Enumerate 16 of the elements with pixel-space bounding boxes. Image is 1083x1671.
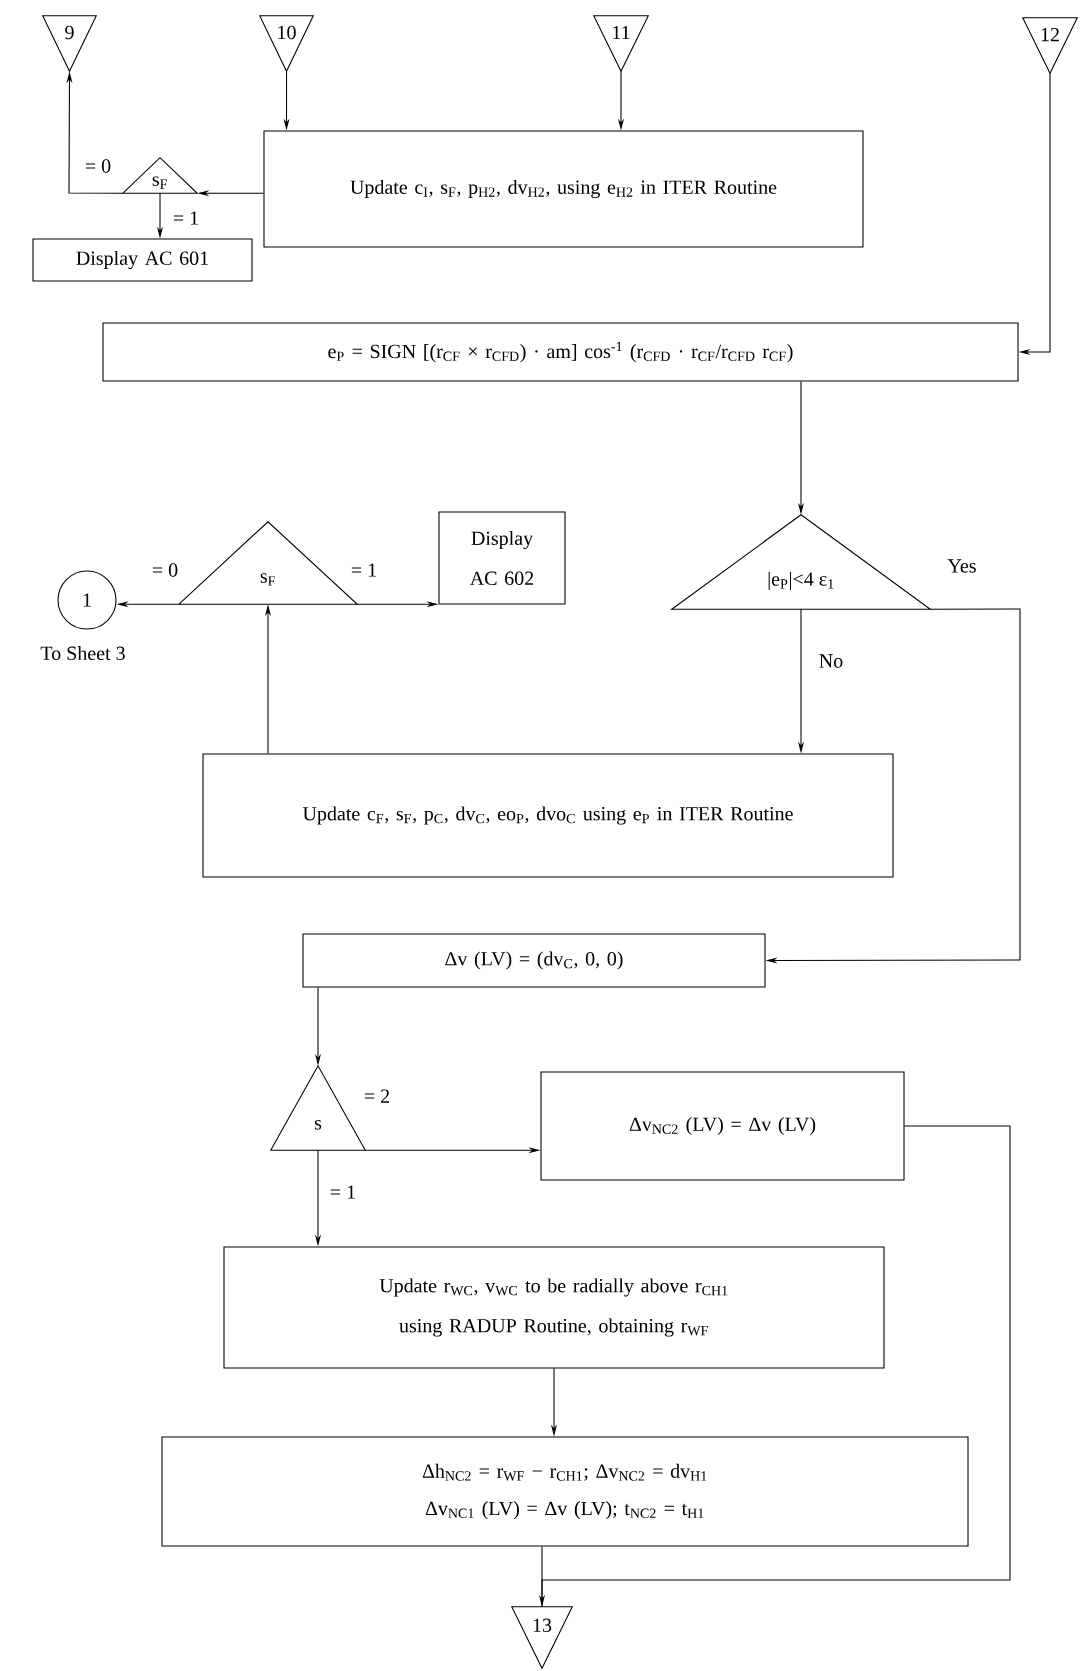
process-box: e$_{P}$ = SIGN [(r$_{CF}$ × r$_{CFD}$) · am] cos$^{-1}$ (r$_{CFD}$ · r$_{CF}$/r$_{CFD}$ r$_{CF}$) bbox=[102, 322, 1019, 382]
process-box: Δh$_{NC2}$ = r$_{WF}$ − r$_{CH1}$; Δv$_{NC2}$ = dv$_{H1}$ Δv$_{NC1}$ (LV) = Δv (LV); t$_{NC2}$ = t$_{H1}$ bbox=[161, 1436, 969, 1547]
node-caption: To Sheet 3 bbox=[40, 646, 125, 661]
process-box: Δv (LV) = (dv$_{C}$, 0, 0) bbox=[302, 933, 766, 988]
edge-label: = 1 bbox=[171, 210, 201, 226]
process-box: Display AC 602 bbox=[438, 511, 566, 605]
edge-label: No bbox=[817, 653, 845, 669]
process-box: Display AC 601 bbox=[32, 238, 253, 282]
process-box: Update c$_{I}$, s$_{F}$, p$_{H2}$, dv$_{H2}$, using e$_{H2}$ in ITER Routine bbox=[263, 130, 864, 248]
process-box: Update c$_{F}$, s$_{F}$, p$_{C}$, dv$_{C}$, eo$_{P}$, dvo$_{C}$ using e$_{P}$ in ITER Routine bbox=[202, 753, 894, 878]
edge-label: = 1 bbox=[328, 1184, 358, 1200]
edge-label: = 0 bbox=[150, 561, 180, 579]
edge-label: = 0 bbox=[83, 157, 113, 175]
process-box: Update r$_{WC}$, v$_{WC}$ to be radially above r$_{CH1}$ using RADUP Routine, obtaining r$_{WF}$ bbox=[223, 1246, 885, 1369]
process-box: Δv$_{NC2}$ (LV) = Δv (LV) bbox=[540, 1071, 905, 1181]
edge-label: Yes bbox=[946, 558, 978, 574]
